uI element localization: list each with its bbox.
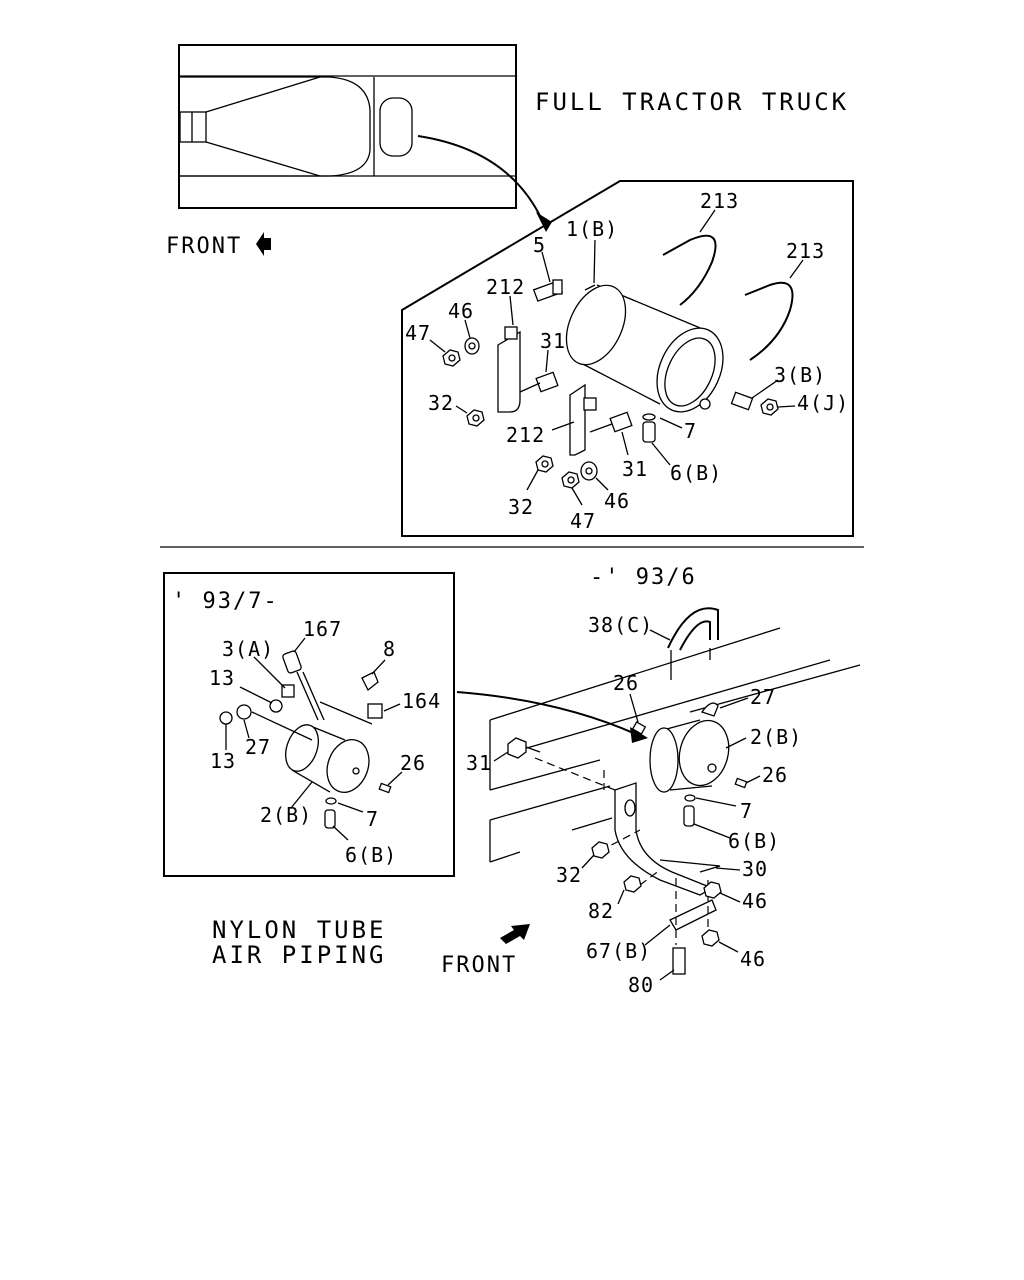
- label-212a: 212: [486, 275, 525, 299]
- nut-32a: [466, 409, 485, 427]
- main-label-46a: 46: [742, 889, 768, 913]
- air-tank-inset: [285, 724, 370, 793]
- label-7: 7: [684, 419, 697, 443]
- nut-46b: [701, 929, 720, 947]
- label-213b: 213: [786, 239, 825, 263]
- main-label-26a: 26: [613, 671, 639, 695]
- label-213a: 213: [700, 189, 739, 213]
- main-label-38c: 38(C): [588, 613, 653, 637]
- main-detail-93-6: -' 93/6: [441, 565, 861, 997]
- label-3b: 3(B): [774, 363, 826, 387]
- inset-to-main-arrow: [456, 691, 639, 736]
- washer-46a: [464, 337, 480, 355]
- bolt-31-main: [507, 737, 541, 759]
- main-label-27: 27: [750, 685, 776, 709]
- nylon-tube-line1: NYLON TUBE: [212, 916, 387, 944]
- inset-label-13b: 13: [210, 749, 236, 773]
- label-212b: 212: [506, 423, 545, 447]
- bolt-80: [672, 947, 686, 975]
- mounting-bracket: [571, 782, 721, 931]
- inset-label-167: 167: [303, 617, 342, 641]
- label-47b: 47: [570, 509, 596, 533]
- main-label-32: 32: [556, 863, 582, 887]
- main-label-30: 30: [742, 857, 768, 881]
- front-arrow-bottom: FRONT: [441, 924, 530, 978]
- nut-32-main: [591, 841, 610, 859]
- fitting-3b: [730, 391, 754, 411]
- main-label-31: 31: [466, 751, 492, 775]
- inset-label-13a: 13: [209, 666, 235, 690]
- inset-label-27: 27: [245, 735, 271, 759]
- main-label-2b: 2(B): [750, 725, 802, 749]
- main-label-67b: 67(B): [586, 939, 651, 963]
- title-full-tractor-truck: FULL TRACTOR TRUCK: [535, 88, 849, 116]
- label-46b: 46: [604, 489, 630, 513]
- ring-7: [684, 794, 696, 802]
- bolt-31a: [519, 371, 559, 393]
- drain-valve-6b: [642, 413, 656, 443]
- drain-6b: [683, 805, 695, 827]
- label-46a: 46: [448, 299, 474, 323]
- nut-47b: [561, 471, 580, 489]
- inset-label-8: 8: [383, 637, 396, 661]
- main-label-80: 80: [628, 973, 654, 997]
- label-47a: 47: [405, 321, 431, 345]
- inset-panel-93-7: ' 93/7-: [163, 572, 455, 877]
- label-6b: 6(B): [670, 461, 722, 485]
- nut-4j: [760, 398, 779, 416]
- nut-47a: [442, 349, 461, 367]
- label-31a: 31: [540, 329, 566, 353]
- label-4j: 4(J): [797, 391, 849, 415]
- main-label-82: 82: [588, 899, 614, 923]
- date-before-label: -' 93/6: [590, 565, 697, 590]
- inset-label-7: 7: [366, 807, 379, 831]
- air-tank-main: [649, 719, 730, 793]
- inset-label-26: 26: [400, 751, 426, 775]
- date-after-label: ' 93/7-: [172, 589, 279, 614]
- inset-label-2b: 2(B): [260, 803, 312, 827]
- label-32a: 32: [428, 391, 454, 415]
- front-arrow-icon: [256, 232, 271, 256]
- inset-label-6b: 6(B): [345, 843, 397, 867]
- screw-26a: [631, 721, 647, 735]
- front-arrow-bottom-icon: [500, 924, 530, 944]
- nut-82: [623, 875, 642, 893]
- inset-label-3a: 3(A): [222, 637, 274, 661]
- nut-32b: [535, 455, 554, 473]
- truck-overview: [178, 44, 552, 232]
- label-5: 5: [533, 233, 546, 257]
- main-label-6b: 6(B): [728, 829, 780, 853]
- washer-46b: [580, 461, 598, 481]
- top-detail-panel: 213 213 1(B) 5 212 46 47 31 32 3(B) 4(J)…: [401, 180, 854, 537]
- inset-label-164: 164: [402, 689, 441, 713]
- label-1b: 1(B): [566, 217, 618, 241]
- frame-rail: [489, 627, 861, 863]
- bolt-31b: [589, 411, 633, 433]
- screw-26b: [734, 777, 748, 789]
- front-label-bottom: FRONT: [441, 953, 517, 978]
- nut-46a: [703, 881, 722, 899]
- main-label-26b: 26: [762, 763, 788, 787]
- main-label-46b: 46: [740, 947, 766, 971]
- elbow-27: [700, 702, 719, 717]
- front-label-top: FRONT: [166, 234, 242, 259]
- air-tank-top: [565, 284, 724, 413]
- front-arrow-top: FRONT: [166, 232, 271, 259]
- nylon-tube-line2: AIR PIPING: [212, 941, 387, 969]
- label-32b: 32: [508, 495, 534, 519]
- main-label-7: 7: [740, 799, 753, 823]
- label-31b: 31: [622, 457, 648, 481]
